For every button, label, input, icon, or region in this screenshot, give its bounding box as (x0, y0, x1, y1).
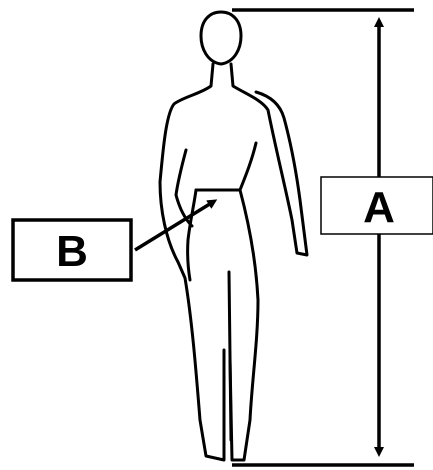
figure-leg-seam (229, 272, 231, 440)
waist-pointer (135, 202, 213, 250)
figure-body-left (160, 64, 224, 460)
female-figure (160, 12, 307, 460)
figure-hip-left (188, 190, 196, 280)
figure-head (201, 12, 241, 64)
label-b-text: B (56, 227, 88, 276)
figure-body-right (231, 64, 307, 255)
waist-arrow (135, 202, 213, 250)
label-b-box: B (13, 220, 131, 280)
label-a-text: A (363, 183, 395, 232)
height-measurement (232, 10, 414, 465)
label-a-box: A (321, 177, 433, 234)
